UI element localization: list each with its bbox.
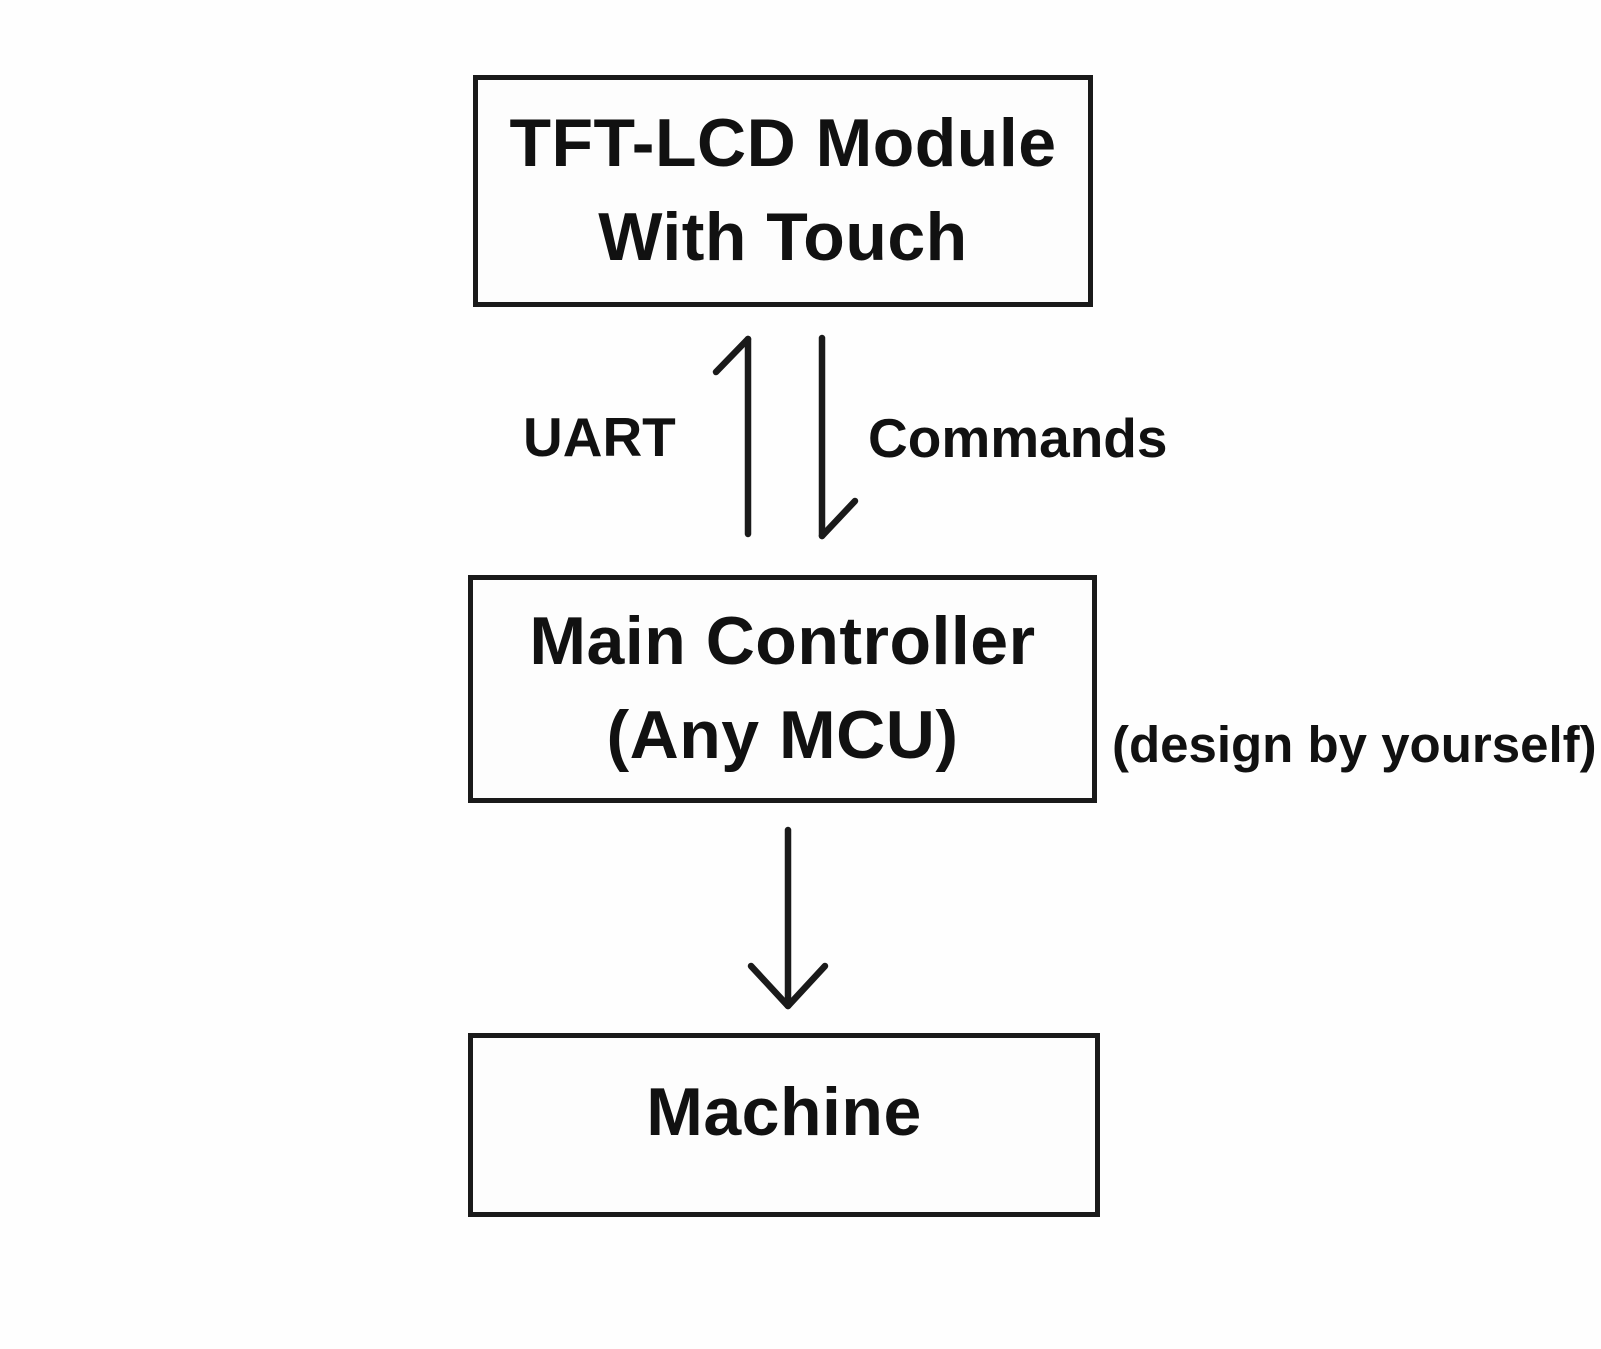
node-main-controller: Main Controller (Any MCU) — [468, 575, 1097, 803]
node-tft-lcd-module: TFT-LCD Module With Touch — [473, 75, 1093, 307]
node-main-controller-line2: (Any MCU) — [606, 697, 959, 773]
commands-down-arrow — [818, 334, 859, 540]
node-tft-lcd-module-line2: With Touch — [598, 199, 968, 275]
edge-label-uart: UART — [523, 406, 676, 468]
node-tft-lcd-module-line1: TFT-LCD Module — [509, 105, 1057, 182]
edge-label-commands: Commands — [868, 407, 1168, 469]
node-machine: Machine — [468, 1033, 1100, 1217]
controller-to-machine-arrow — [747, 826, 829, 1010]
uart-up-arrow — [712, 335, 752, 538]
node-main-controller-line1: Main Controller — [529, 603, 1036, 680]
annotation-design-by-yourself: (design by yourself) — [1112, 716, 1597, 773]
node-machine-line1: Machine — [646, 1074, 922, 1151]
